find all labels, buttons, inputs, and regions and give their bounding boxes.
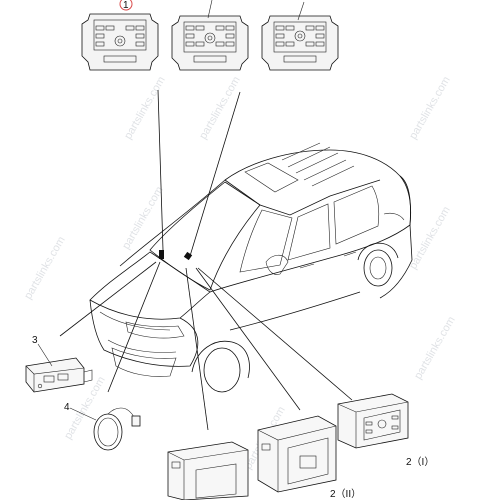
control-panel-middle[interactable] [171, 15, 249, 71]
callout-3[interactable]: 3 [32, 335, 53, 367]
location-marker-left [159, 250, 164, 259]
callout-3-label: 3 [32, 335, 38, 346]
head-unit-bottom-middle[interactable] [257, 415, 337, 493]
watermark-2: partslinks.com [120, 185, 166, 252]
watermark-9: partslinks.com [22, 235, 68, 302]
leader-right-panel [297, 1, 305, 21]
control-panel-right[interactable] [261, 15, 339, 71]
watermark-6: partslinks.com [407, 205, 453, 272]
leader-lines [59, 89, 353, 431]
callout-2-ii-label: 2（II） [330, 488, 361, 500]
part-3-module[interactable] [25, 357, 93, 393]
highlight-circle [119, 0, 133, 11]
callout-2-i-label: 2（I） [406, 456, 434, 468]
watermark-3: partslinks.com [197, 75, 243, 142]
leader-middle-panel [207, 0, 213, 19]
location-marker-right [183, 251, 193, 261]
watermark-1: partslinks.com [122, 75, 168, 142]
control-panel-left[interactable] [81, 13, 159, 71]
vehicle-illustration [89, 142, 413, 393]
callout-1-label: 1 [123, 0, 129, 11]
head-unit-right[interactable] [337, 393, 409, 449]
callout-1[interactable]: 1 [119, 0, 133, 11]
watermark-5: partslinks.com [407, 75, 453, 142]
callout-4-label: 4 [64, 402, 70, 413]
callout-2-ii[interactable]: 2（II） [330, 488, 361, 500]
watermark-7: partslinks.com [412, 315, 458, 382]
part-4-speaker[interactable] [93, 407, 141, 451]
callout-3-leader [37, 343, 53, 367]
callout-2-i[interactable]: 2（I） [406, 456, 434, 468]
head-unit-bottom-left[interactable] [167, 441, 249, 500]
callout-4[interactable]: 4 [64, 402, 97, 421]
callout-4-leader [69, 407, 97, 421]
